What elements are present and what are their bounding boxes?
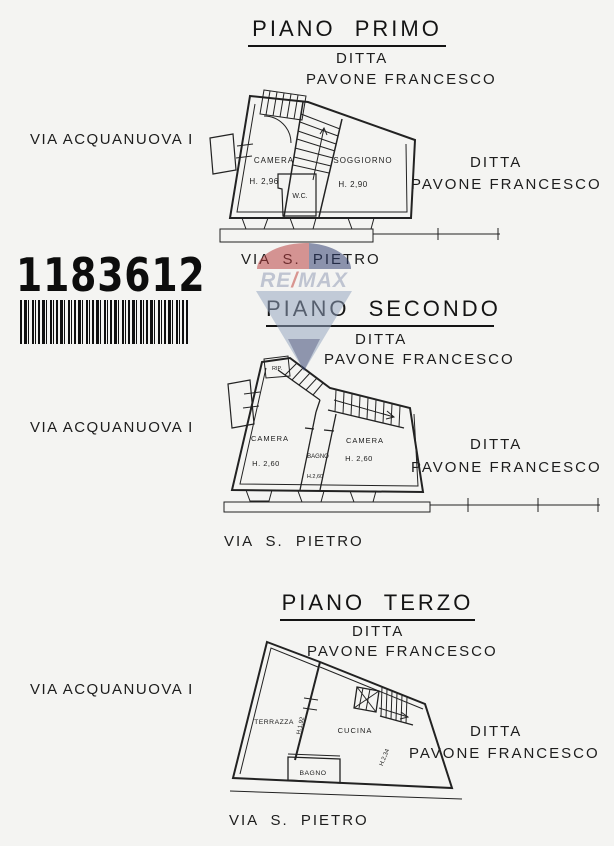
piano-primo-ditta-right: DITTA: [470, 154, 523, 171]
plan1-base: [219, 217, 500, 243]
piano-primo-title: PIANO PRIMO: [248, 16, 446, 47]
remax-max: MAX: [298, 269, 349, 292]
room-height-camera: H. 2,96: [249, 177, 278, 186]
room-label-rip: RIP.: [272, 366, 282, 372]
piano-secondo-street-bottom: VIA S. PIETRO: [224, 533, 364, 550]
plan3-shaft-hatch: [353, 686, 380, 713]
plan2-staircase-upper-left: [277, 362, 324, 401]
plan2-window-tick: [242, 405, 260, 409]
plan2-window-tick: [243, 391, 261, 395]
barcode-number: 1183612: [16, 248, 206, 302]
plan3-staircase: [378, 686, 414, 726]
barcode: [20, 300, 188, 344]
room-label-camera: CAMERA: [254, 156, 294, 165]
plan3-inner-wall-top: [319, 666, 424, 710]
room-height-camera-left: H. 2,60: [252, 459, 280, 468]
remax-slash: /: [290, 269, 299, 292]
remax-re: RE: [260, 269, 291, 292]
plan1-window-tick: [236, 143, 254, 147]
room-height-camera-right: H. 2,60: [345, 454, 373, 463]
plan2-staircase-upper-right: [327, 389, 405, 429]
piano-primo-plan-drawing: CAMERA H. 2,96 SOGGIORNO H. 2,90 W.C.: [209, 89, 500, 243]
piano-primo-owner-top: PAVONE FRANCESCO: [306, 71, 497, 88]
piano-terzo-owner-right: PAVONE FRANCESCO: [409, 745, 600, 762]
piano-secondo-owner-right: PAVONE FRANCESCO: [411, 459, 602, 476]
plan2-base: [223, 489, 600, 513]
room-label-bagno: BAGNO: [307, 454, 329, 460]
plan3-bagno-walls: [287, 753, 341, 784]
piano-secondo-ditta-top: DITTA: [355, 331, 408, 348]
plan1-upper-stairwell: [259, 89, 307, 144]
piano-secondo-title: PIANO SECONDO: [266, 296, 498, 327]
wall-height-label: H.1,92: [296, 716, 306, 735]
room-label-terrazza: TERRAZZA: [254, 719, 294, 726]
piano-secondo-ditta-right: DITTA: [470, 436, 523, 453]
piano-terzo-title: PIANO TERZO: [280, 590, 475, 621]
room-label-soggiorno: SOGGIORNO: [333, 156, 392, 165]
plan3-outline: [231, 640, 454, 790]
plan3-base-line: [230, 790, 463, 800]
plan1-balcony: [209, 133, 237, 175]
piano-terzo-street-left: VIA ACQUANUOVA I: [30, 681, 194, 698]
plan1-outline: [228, 94, 417, 219]
piano-primo-ditta-top: DITTA: [336, 50, 389, 67]
plan1-inner-wall: [236, 103, 408, 213]
piano-primo-owner-right: PAVONE FRANCESCO: [411, 176, 602, 193]
piano-terzo-owner-top: PAVONE FRANCESCO: [307, 643, 498, 660]
plan2-outline: [230, 356, 425, 494]
piano-primo-street-left: VIA ACQUANUOVA I: [30, 131, 194, 148]
piano-terzo-ditta-top: DITTA: [352, 623, 405, 640]
plan1-staircase: [283, 101, 343, 218]
plan2-bagno-walls: [299, 399, 337, 491]
plan3-dividing-wall: [294, 661, 321, 761]
plan2-inner-wall: [239, 367, 419, 487]
room-label-bagno-terzo: BAGNO: [299, 770, 326, 777]
room-height-soggiorno: H. 2,90: [338, 180, 367, 189]
piano-secondo-street-left: VIA ACQUANUOVA I: [30, 419, 194, 436]
room-label-camera-right: CAMERA: [346, 436, 384, 445]
piano-terzo-ditta-right: DITTA: [470, 723, 523, 740]
plan1-wc-walls: [277, 173, 317, 217]
piano-secondo-plan-drawing: RIP. CAMERA H. 2,60 BAGNO H.2,60 CAMERA …: [223, 355, 600, 513]
right-wall-height-label: H.2,34: [379, 748, 391, 767]
plan3-parapet: [239, 647, 319, 775]
room-label-wc: W.C.: [292, 193, 307, 200]
piano-secondo-owner-top: PAVONE FRANCESCO: [324, 351, 515, 368]
room-label-camera-left: CAMERA: [251, 434, 289, 443]
room-label-cucina: CUCINA: [338, 726, 373, 735]
piano-terzo-street-bottom: VIA S. PIETRO: [229, 812, 369, 829]
piano-terzo-plan-drawing: TERRAZZA CUCINA BAGNO H.1,92 H.2,34: [230, 640, 463, 800]
piano-primo-street-bottom: VIA S. PIETRO: [241, 251, 381, 268]
plan1-window-tick: [235, 155, 253, 159]
room-height-bagno: H.2,60: [307, 474, 323, 480]
plan2-balcony: [227, 379, 255, 429]
remax-wordmark: RE/MAX: [260, 269, 349, 292]
